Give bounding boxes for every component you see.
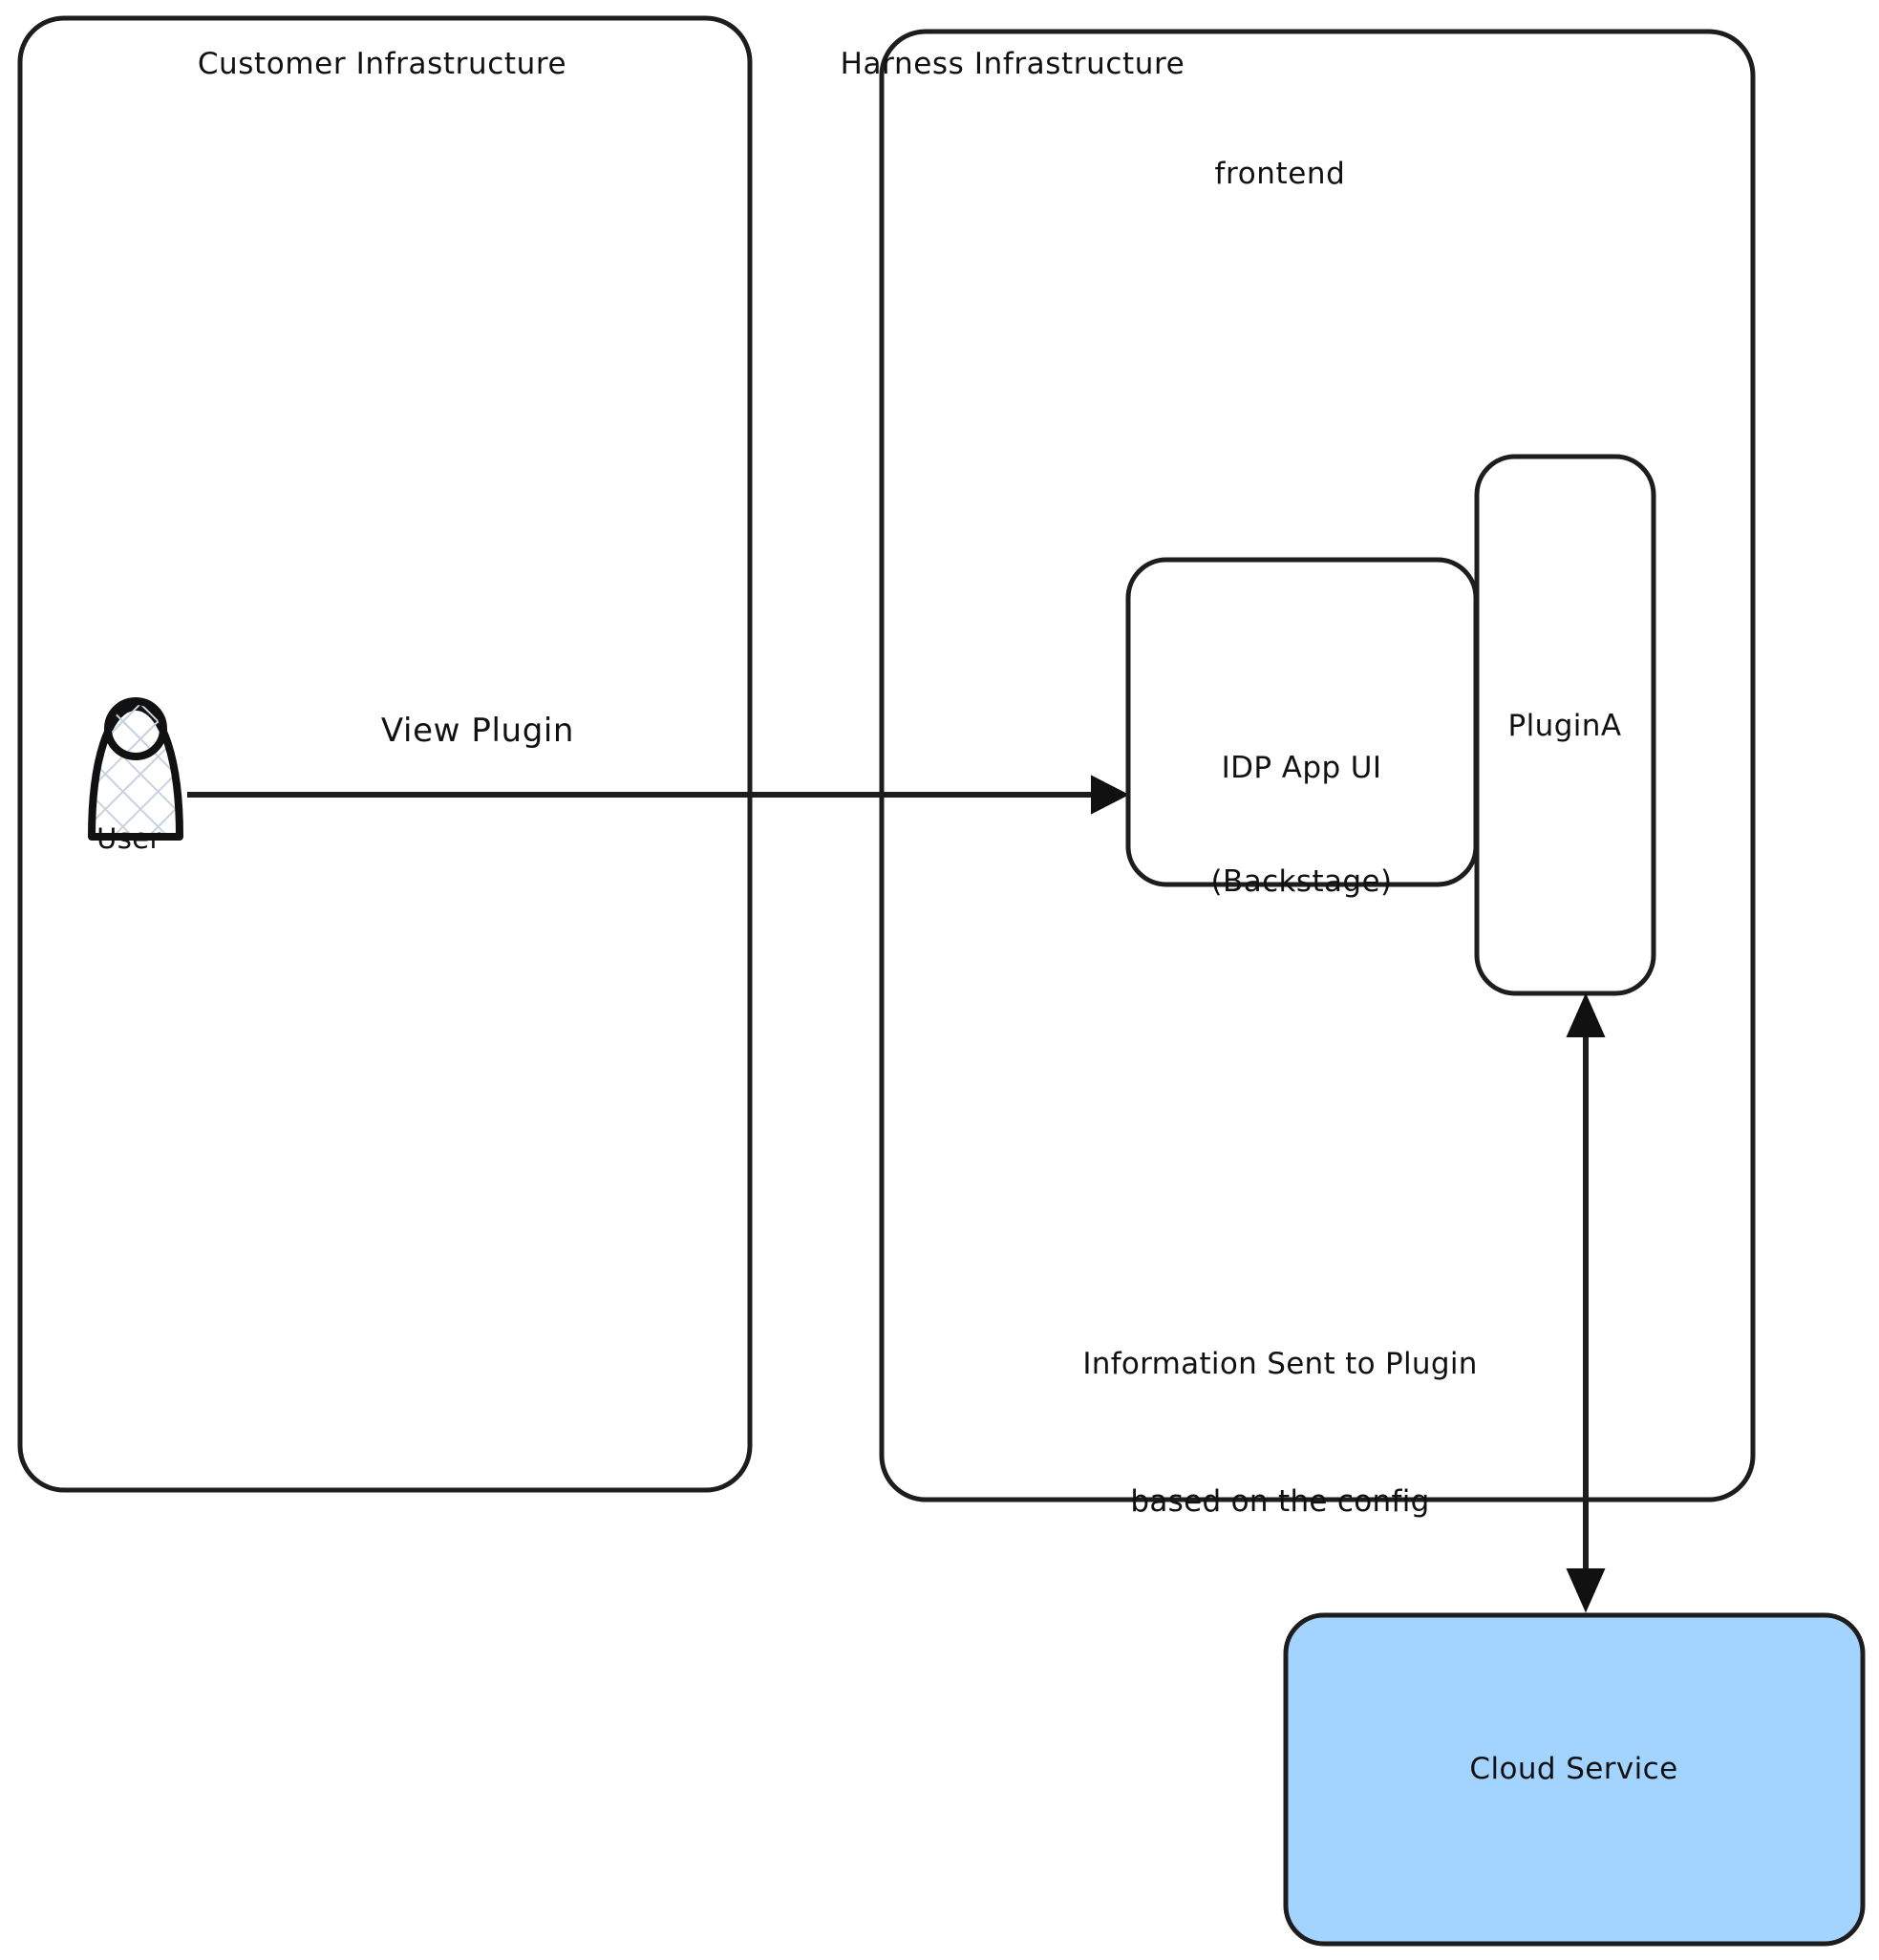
node-label-user: User [96,822,161,855]
section-label-frontend: frontend [1214,157,1346,191]
node-label-idp-app-ui: IDP App UI (Backstage) [1132,674,1471,977]
edge-label-information-sent-to-plugin: Information Sent to Plugin based on the … [965,1249,1595,1616]
node-user[interactable] [88,697,183,841]
node-label-idp-app-ui-line1: IDP App UI [1221,751,1382,786]
edge-label-view-plugin: View Plugin [380,712,575,750]
node-label-idp-app-ui-line2: (Backstage) [1210,864,1393,900]
node-label-cloud-service: Cloud Service [1469,1752,1678,1786]
container-customer-infrastructure [17,15,753,1493]
container-label-customer-infrastructure: Customer Infrastructure [197,47,567,81]
edge-plugin-a-to-cloud-service [1566,992,1606,1613]
container-label-harness-infrastructure: Harness Infrastructure [840,47,1185,81]
node-label-plugin-a: PluginA [1507,709,1622,743]
node-cloud-service[interactable] [1283,1612,1866,1947]
edge-label-information-sent-line1: Information Sent to Plugin [1082,1347,1478,1382]
edge-user-to-idp-app-ui [187,775,1130,815]
node-plugin-a[interactable] [1474,454,1656,996]
edge-label-information-sent-line2: based on the config [1130,1484,1430,1520]
